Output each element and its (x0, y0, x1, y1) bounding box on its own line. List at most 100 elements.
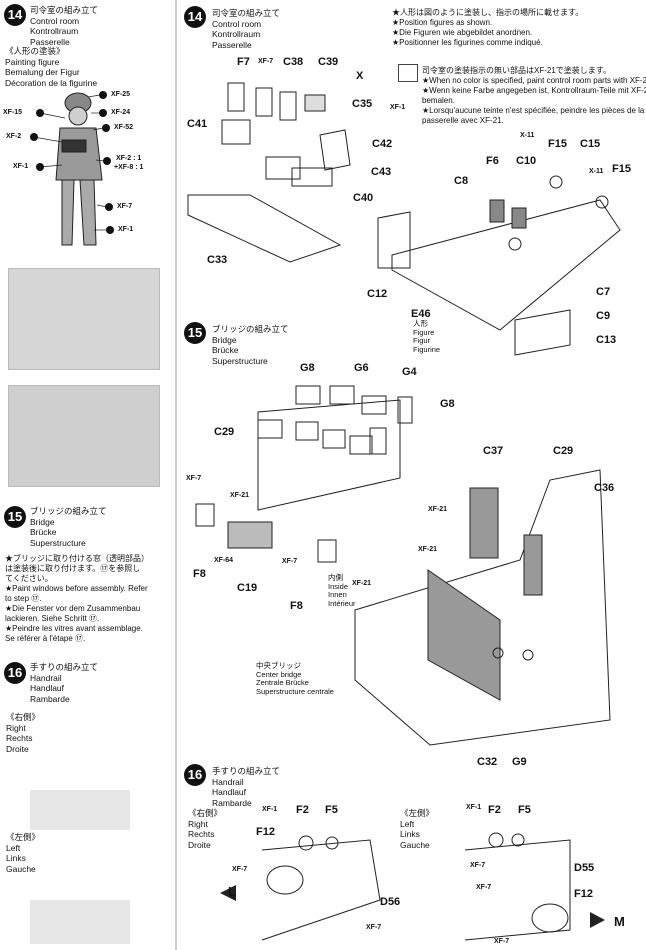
step-15-title: ブリッジの組み立て Bridge Brücke Superstructure (30, 506, 107, 548)
paint-dot (99, 91, 107, 99)
paint-label: XF-21 (418, 546, 438, 553)
paint-dot (105, 203, 113, 211)
paint-label: XF-21 (352, 580, 372, 587)
note-line: Se référer à l'étape ⑰. (5, 634, 86, 643)
l-de: Links (6, 853, 26, 863)
part-label: E46 (411, 308, 431, 320)
part-label: G9 (512, 756, 527, 768)
s16m-de: Handlauf (212, 787, 247, 797)
direction-label: L (228, 884, 236, 899)
paint-label: X-11 (520, 132, 535, 139)
part-label: C29 (214, 426, 235, 438)
r16-de: Rechts (188, 829, 215, 839)
center-de: Zentrale Brücke (256, 678, 309, 687)
paint-label: XF-7 (232, 866, 248, 873)
right-side-label: 《右側》 Right Rechts Droite (6, 712, 40, 754)
l-fr: Gauche (6, 863, 36, 874)
paint-label: XF-7 (258, 58, 274, 65)
fig-en: Figure (413, 327, 435, 337)
center-en: Center bridge (256, 669, 302, 679)
paint-label: XF-21 (428, 506, 448, 513)
part-label: C38 (283, 56, 304, 68)
l16-en: Left (400, 818, 415, 829)
step-15-badge: 15 (4, 506, 26, 528)
inside-jp: 内側 (328, 573, 343, 582)
l16-fr: Gauche (400, 839, 430, 850)
paint-dot (102, 124, 110, 132)
part-label: F15 (548, 138, 567, 150)
s15m-fr: Superstructure (212, 355, 268, 366)
part-label: C7 (596, 286, 611, 298)
s15-en: Bridge (30, 516, 55, 527)
figure-label: XF-24 (111, 109, 131, 116)
part-label: G4 (402, 366, 417, 378)
inside-label: 内側 Inside Innen Intérieur (328, 573, 356, 608)
part-label: C32 (477, 756, 498, 768)
paint-label: XF-7 (366, 924, 382, 931)
left-side-label: 《左側》 Left Links Gauche (6, 832, 40, 874)
note-line: ★Die Fenster vor dem Zusammenbau (5, 604, 141, 613)
note-line: ★ブリッジに取り付ける窓（透明部品） (5, 554, 149, 563)
l16-jp: 《左側》 (400, 808, 435, 818)
paint-label: XF-7 (470, 862, 486, 869)
figure-label: XF-52 (114, 124, 134, 131)
step-16-badge: 16 (4, 662, 26, 684)
paint-label: XF-7 (186, 475, 202, 482)
fig-jp: 人形 (413, 319, 428, 328)
part-label: C37 (483, 445, 504, 457)
paint-label: XF-7 (494, 938, 510, 945)
part-label: F8 (193, 568, 206, 580)
center-jp: 中央ブリッジ (256, 661, 301, 670)
s15-jp: ブリッジの組み立て (30, 506, 107, 516)
paint-label: XF-1 (466, 804, 482, 811)
paint-dot (30, 133, 38, 141)
part-label: X (356, 70, 364, 82)
note-line: passerelle avec XF-21. (422, 116, 504, 125)
note-line: てください。 (5, 574, 53, 583)
s14m-fr: Passerelle (212, 39, 252, 50)
r-en: Right (6, 722, 26, 733)
part-label: D56 (380, 896, 401, 908)
paint-label: X-11 (589, 168, 604, 175)
part-label: F8 (290, 600, 303, 612)
s16m-jp: 手すりの組み立て (212, 766, 281, 776)
part-label: F5 (325, 804, 338, 816)
r16-fr: Droite (188, 839, 211, 850)
note-line: ★Lorsqu'aucune teinte n'est spécifiée, p… (422, 106, 645, 115)
s16-fr: Rambarde (30, 693, 70, 704)
figure-label: XF-25 (111, 91, 131, 98)
figure-label: XF-1 (118, 226, 134, 233)
left-side-16: 《左側》 Left Links Gauche (400, 808, 434, 850)
step-14-main-badge: 14 (184, 6, 206, 28)
paint-label: XF-7 (282, 558, 298, 565)
fig-fr: Figurine (413, 344, 441, 354)
part-label: C12 (367, 288, 388, 300)
step-14-title-fr: Passerelle (30, 36, 70, 47)
s16-en: Handrail (30, 672, 62, 683)
handrail-photo-right (30, 790, 130, 830)
note-line: lackieren. Siehe Schritt ⑰. (5, 614, 100, 623)
part-label: C42 (372, 138, 393, 150)
center-fr: Superstructure centrale (256, 686, 334, 696)
part-label: F12 (574, 888, 593, 900)
s16m-fr: Rambarde (212, 797, 252, 808)
part-label: C9 (596, 310, 611, 322)
part-label: F2 (296, 804, 309, 816)
note-line: 司令室の塗装指示の無い部品はXF-21で塗装します。 (422, 66, 611, 75)
s14m-jp: 司令室の組み立て (212, 8, 281, 18)
note-line: ★人形は図のように塗装し、指示の場所に載せます。 (392, 8, 584, 17)
fig-de: Figur (413, 336, 431, 345)
step-16-title: 手すりの組み立て Handrail Handlauf Rambarde (30, 662, 98, 704)
part-label: F5 (518, 804, 531, 816)
part-label: C39 (318, 56, 339, 68)
note-line: ★Positionner les figurines comme indiqué… (392, 38, 543, 47)
step-16-main-badge: 16 (184, 764, 206, 786)
paint-dot (36, 163, 44, 171)
painting-figure-heading: 《人形の塗装》 Painting figure Bemalung der Fig… (5, 46, 97, 88)
note-line: ★Wenn keine Farbe angegeben ist, Kontrol… (422, 86, 646, 95)
l16-de: Links (400, 829, 420, 839)
part-label: C33 (207, 254, 228, 266)
part-label: F6 (486, 155, 499, 167)
s16-jp: 手すりの組み立て (30, 662, 99, 672)
r-jp: 《右側》 (6, 712, 41, 722)
